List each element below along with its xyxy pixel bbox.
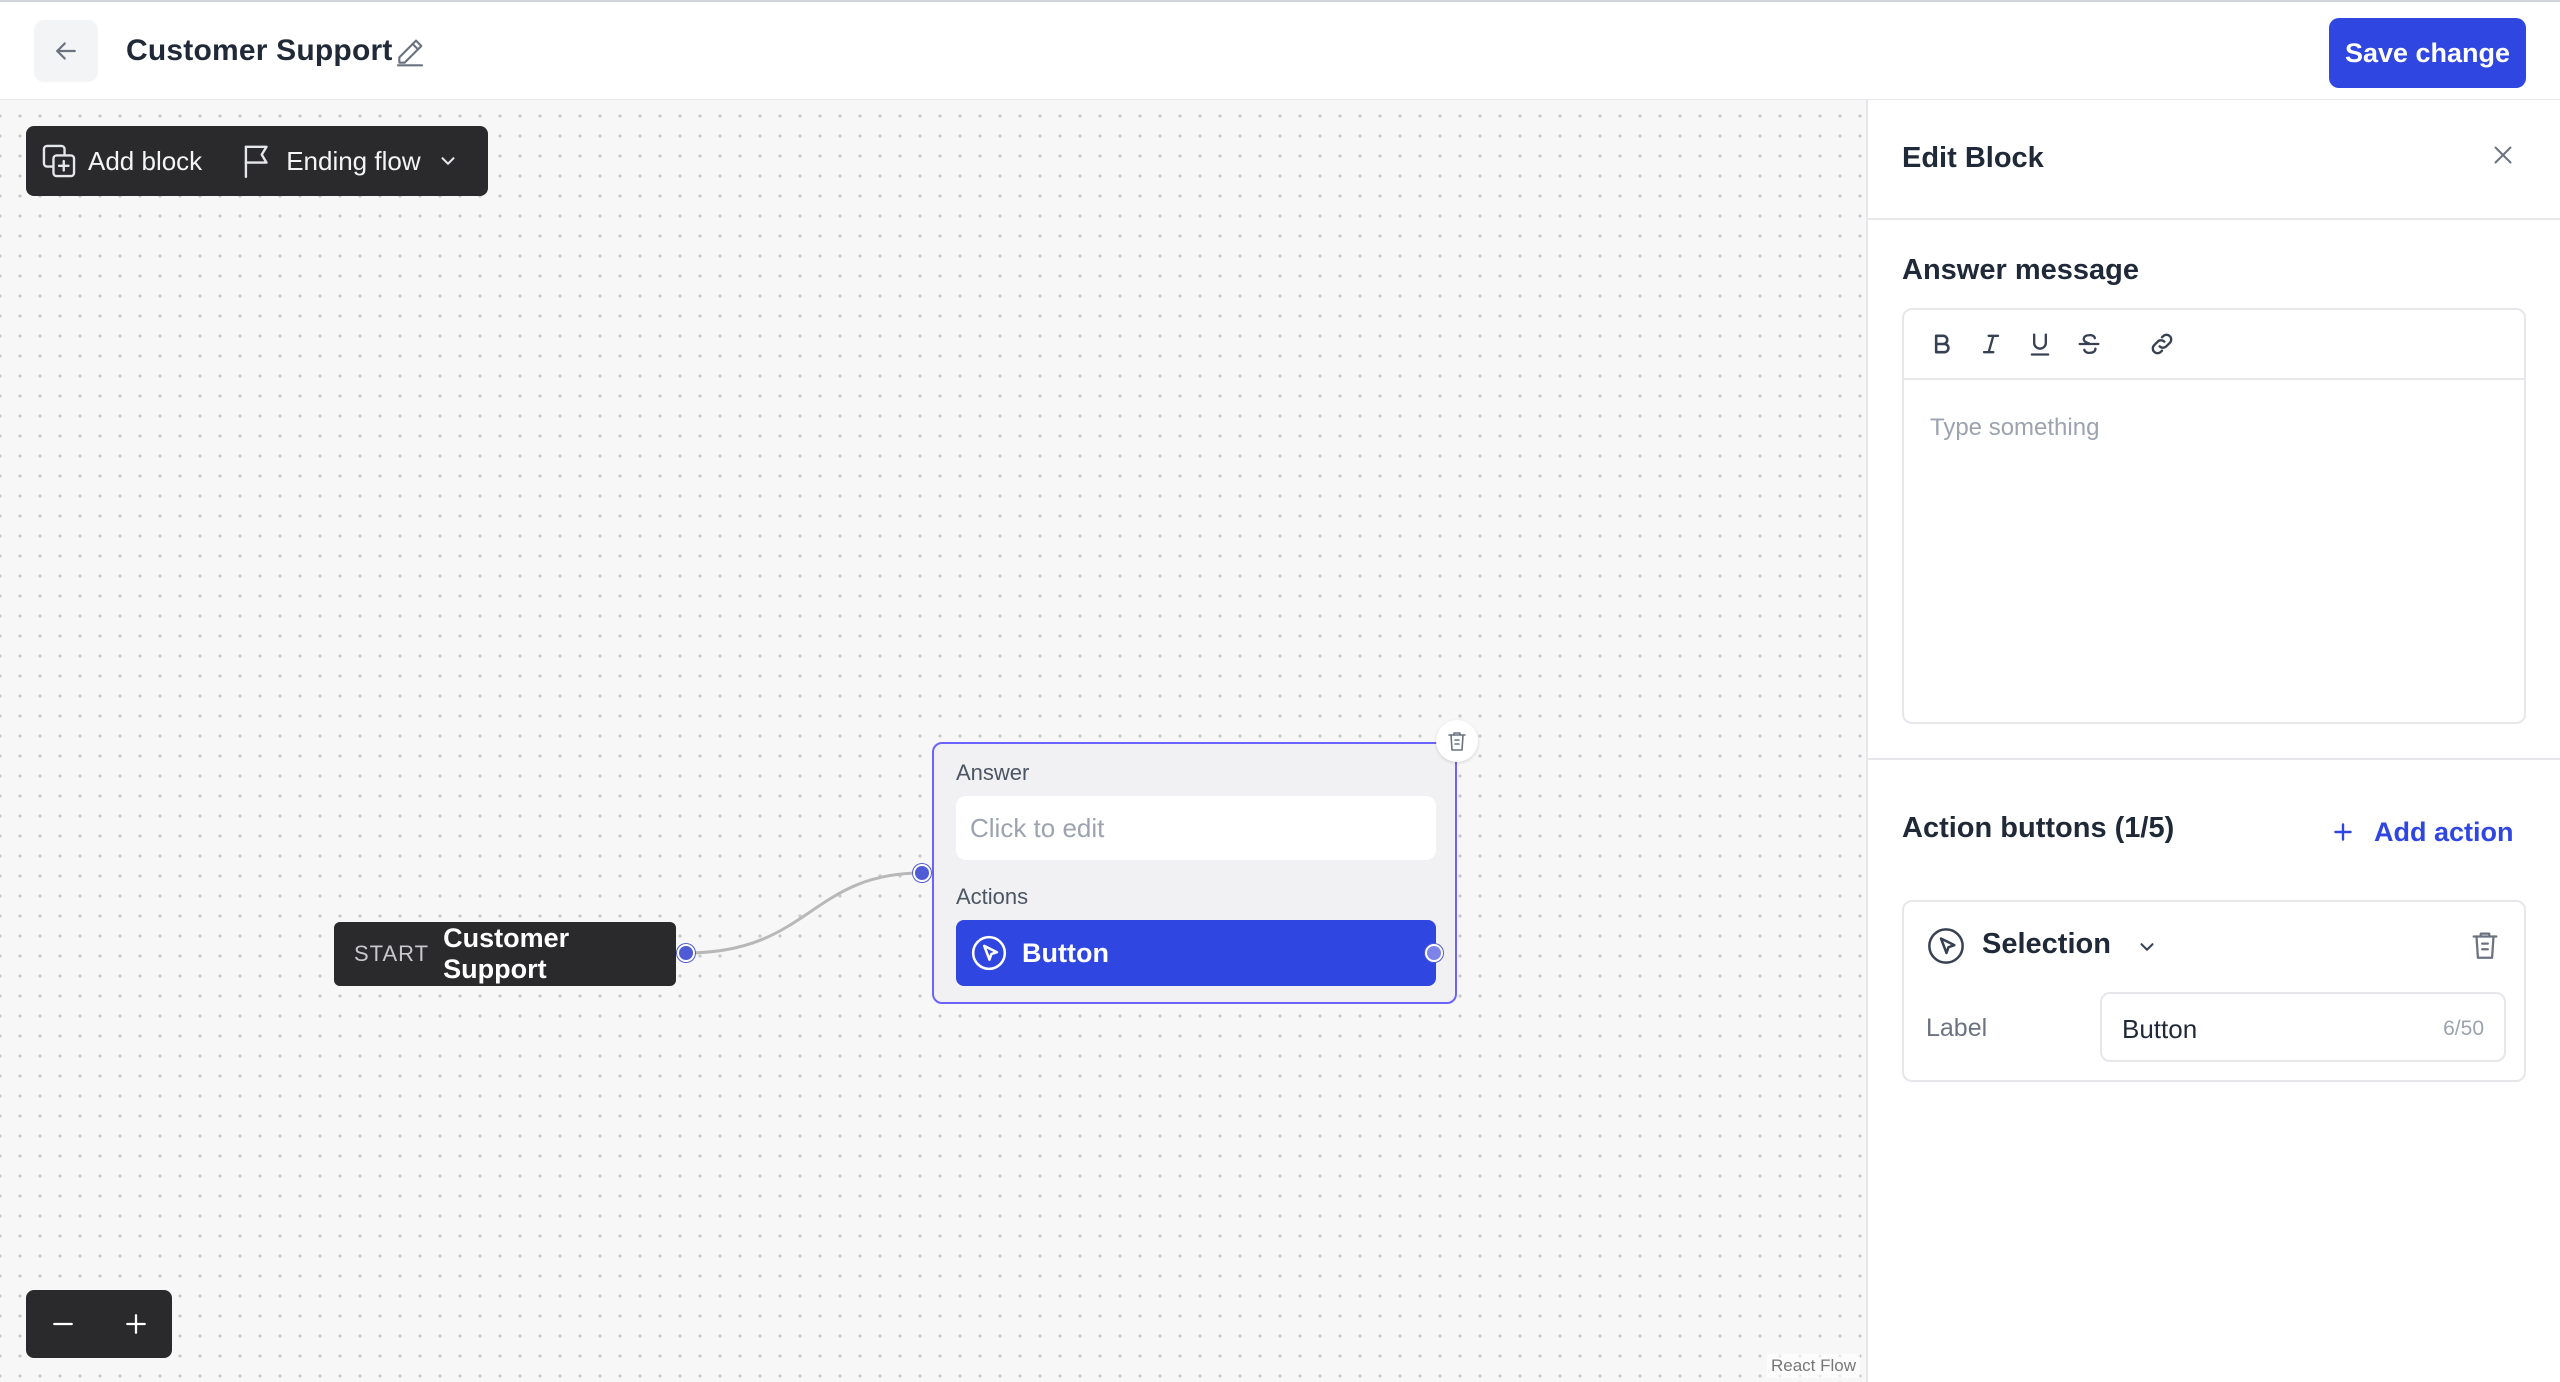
node-action-button[interactable]: Button xyxy=(956,920,1436,986)
start-tag: START xyxy=(354,941,430,966)
trash-icon[interactable] xyxy=(2468,928,2502,962)
back-button[interactable] xyxy=(34,20,98,82)
action-label-value: Button xyxy=(2122,1014,2198,1044)
answer-message-title: Answer message xyxy=(1902,254,2139,286)
page-title: Customer Support xyxy=(126,34,393,67)
zoom-controls xyxy=(26,1290,172,1358)
delete-node-button[interactable] xyxy=(1436,720,1478,762)
minus-icon xyxy=(52,1322,73,1326)
action-type-select[interactable]: Selection xyxy=(1982,928,2111,960)
label-caption: Label xyxy=(1926,1014,1988,1042)
answer-node-target-handle[interactable] xyxy=(913,864,931,882)
editor-placeholder: Type something xyxy=(1930,414,2100,441)
node-button-label: Button xyxy=(1022,937,1109,968)
editor-toolbar xyxy=(1904,310,2524,380)
canvas-toolbar: Add block Ending flow xyxy=(26,126,488,196)
plus-icon xyxy=(125,1314,146,1334)
cursor-click-icon xyxy=(1928,928,1964,964)
actions-label: Actions xyxy=(956,884,1029,909)
action-label-input[interactable]: Button 6/50 xyxy=(2100,992,2506,1062)
plus-icon xyxy=(2334,823,2352,841)
save-change-button[interactable]: Save change xyxy=(2329,18,2526,88)
arrow-left-icon xyxy=(56,42,76,60)
trash-icon xyxy=(1448,732,1466,751)
chevron-down-icon xyxy=(441,157,455,165)
add-block-button[interactable]: Add block xyxy=(26,126,224,196)
strikethrough-icon[interactable] xyxy=(2075,330,2103,358)
answer-label: Answer xyxy=(956,760,1030,785)
close-icon[interactable] xyxy=(2488,140,2518,170)
action-card: Selection Label Button 6/50 xyxy=(1902,900,2526,1082)
start-node-source-handle[interactable] xyxy=(677,944,695,962)
bold-icon[interactable] xyxy=(1928,330,1956,358)
zoom-in-button[interactable] xyxy=(99,1290,172,1358)
panel-title: Edit Block xyxy=(1902,142,2044,174)
flag-icon xyxy=(244,145,268,179)
add-action-button[interactable]: Add action xyxy=(2330,812,2514,852)
answer-click-to-edit[interactable]: Click to edit xyxy=(956,796,1436,860)
add-block-icon xyxy=(42,144,76,178)
zoom-out-button[interactable] xyxy=(26,1290,99,1358)
top-header: Customer Support Save change xyxy=(0,0,2560,100)
react-flow-attribution[interactable]: React Flow xyxy=(1766,1354,1860,1378)
button-source-handle[interactable] xyxy=(1425,944,1443,962)
add-action-label: Add action xyxy=(2374,816,2514,847)
ending-flow-label: Ending flow xyxy=(286,145,421,176)
start-node-name: Customer Support xyxy=(443,923,570,984)
cursor-click-icon xyxy=(971,935,1007,971)
italic-icon[interactable] xyxy=(1977,330,2005,358)
flow-edge xyxy=(685,871,923,955)
add-block-label: Add block xyxy=(88,145,203,176)
edit-block-panel: Edit Block Answer message xyxy=(1866,100,2560,1382)
panel-divider xyxy=(1868,758,2560,760)
chevron-down-icon[interactable] xyxy=(2136,936,2158,958)
answer-node[interactable]: Answer Click to edit Actions Button xyxy=(932,742,1457,1004)
answer-message-editor[interactable]: Type something xyxy=(1902,308,2526,724)
ending-flow-dropdown[interactable]: Ending flow xyxy=(224,126,472,196)
char-counter: 6/50 xyxy=(2443,1017,2484,1040)
action-buttons-title: Action buttons (1/5) xyxy=(1902,812,2175,844)
flow-canvas[interactable]: Add block Ending flow START Customer Sup… xyxy=(0,100,1866,1382)
link-icon[interactable] xyxy=(2148,330,2176,358)
panel-header: Edit Block xyxy=(1868,100,2560,220)
start-node[interactable]: START Customer Support xyxy=(334,922,676,986)
pencil-icon[interactable] xyxy=(394,36,426,68)
underline-icon[interactable] xyxy=(2026,330,2054,358)
